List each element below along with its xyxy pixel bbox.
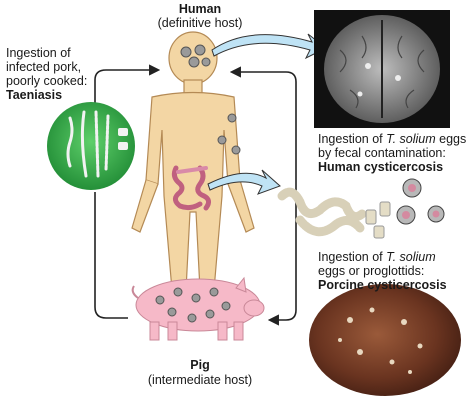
tapeworm-image xyxy=(47,102,135,190)
pc-prefix: Ingestion of xyxy=(318,250,387,264)
cycle-left-line xyxy=(94,192,128,319)
cycle-bottom-right-arrow xyxy=(267,300,297,326)
hc-result: Human cysticercosis xyxy=(318,160,444,174)
human-cysticercosis-label: Ingestion of T. solium eggs by fecal con… xyxy=(318,132,472,174)
hc-line2: by fecal contamination: xyxy=(318,146,446,160)
porcine-cysticercosis-label: Ingestion of T. solium eggs or proglotti… xyxy=(318,250,472,292)
human-title: Human xyxy=(178,2,222,16)
cycle-arrows xyxy=(94,64,297,326)
head-cysts xyxy=(180,44,211,68)
human-figure xyxy=(131,31,255,301)
pc-species: T. solium xyxy=(386,250,436,264)
pig-subtitle: (intermediate host) xyxy=(147,373,253,387)
arrow-to-brain-scan xyxy=(211,33,327,60)
hc-suffix: eggs xyxy=(435,132,467,146)
arrow-to-eggs xyxy=(207,169,281,195)
cycle-top-left-arrow xyxy=(94,64,161,150)
proglottids-and-eggs xyxy=(277,178,445,239)
body-cysts xyxy=(217,113,241,155)
taeniasis-label: Ingestion of infected pork, poorly cooke… xyxy=(6,46,116,102)
taeniasis-line2: infected pork, xyxy=(6,60,82,74)
infected-meat-image xyxy=(309,284,461,396)
taeniasis-result: Taeniasis xyxy=(6,88,63,102)
taeniasis-line3: poorly cooked: xyxy=(6,74,88,88)
cycle-right-line xyxy=(229,66,297,300)
pig-title: Pig xyxy=(190,358,210,372)
intestines xyxy=(171,165,212,211)
hc-prefix: Ingestion of xyxy=(318,132,387,146)
pig-cysts xyxy=(155,287,231,323)
human-subtitle: (definitive host) xyxy=(157,16,243,30)
pc-result: Porcine cysticercosis xyxy=(318,278,447,292)
brain-mri-image xyxy=(314,10,450,128)
pig-figure xyxy=(131,276,265,341)
taeniasis-line1: Ingestion of xyxy=(6,46,71,60)
pc-line2: eggs or proglottids: xyxy=(318,264,425,278)
hc-species: T. solium xyxy=(386,132,436,146)
